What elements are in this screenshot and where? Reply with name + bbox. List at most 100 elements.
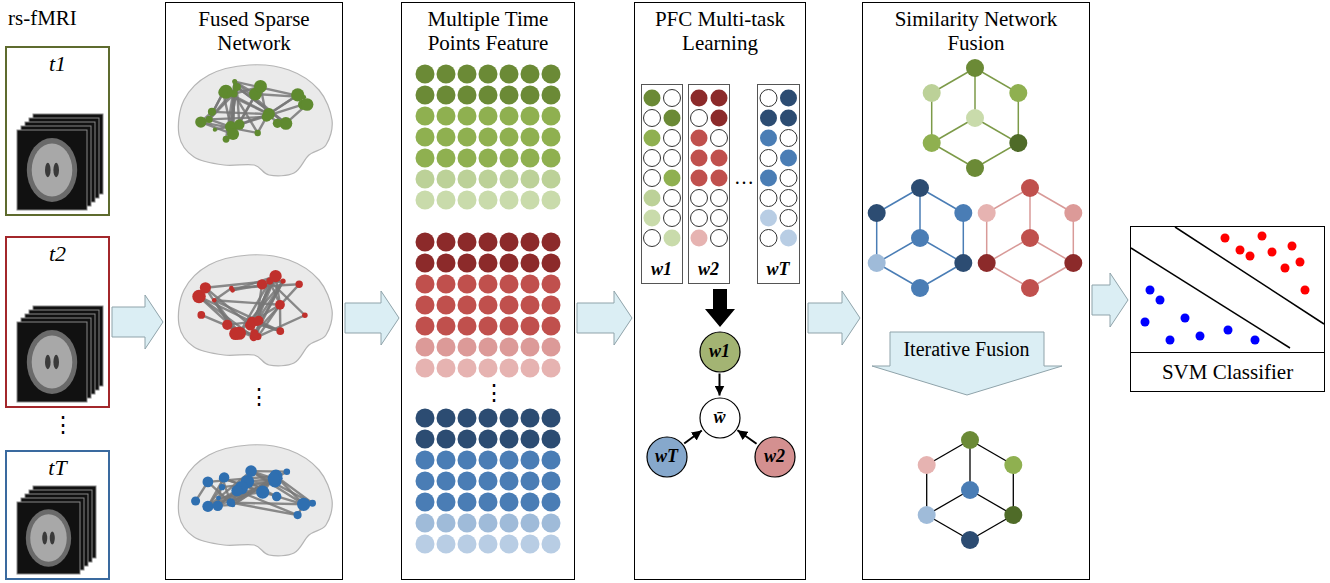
brain-outline — [178, 65, 332, 176]
feature-dot — [437, 254, 456, 273]
feature-dot — [458, 359, 477, 378]
class-sample — [1166, 336, 1175, 345]
brain-region — [197, 311, 205, 319]
network-node — [868, 204, 886, 222]
brain-outline — [178, 445, 332, 556]
weight-entry — [760, 130, 777, 147]
weight-entry — [760, 230, 777, 247]
feature-dot — [542, 170, 561, 189]
feature-dot — [500, 535, 519, 554]
mri-ventricle — [45, 355, 51, 369]
label-holder: ⋮ — [248, 384, 270, 409]
network-node — [1064, 204, 1082, 222]
decision-boundary — [1175, 227, 1324, 324]
feature-dot — [479, 338, 498, 357]
feature-dot — [479, 493, 498, 512]
flow-arrow — [577, 291, 632, 345]
weight-entry — [644, 210, 661, 227]
weight-column: wT — [757, 84, 800, 284]
brain-region — [191, 497, 200, 506]
feature-dot — [500, 233, 519, 252]
weight-node: wT — [646, 436, 688, 478]
node-label: wT — [655, 446, 678, 467]
feature-dot — [479, 430, 498, 449]
brain-edge — [218, 481, 275, 506]
feature-dot — [458, 233, 477, 252]
brain-region — [202, 501, 213, 512]
time-point-box: t1 — [5, 46, 110, 216]
feature-dot — [458, 128, 477, 147]
network-node — [868, 254, 886, 272]
brain-region — [254, 130, 260, 136]
feature-dot — [437, 191, 456, 210]
weight-entry — [760, 170, 777, 187]
weight-entry — [664, 110, 681, 127]
class-sample — [1181, 314, 1190, 323]
node-label: Fused Sparse Network — [170, 7, 338, 55]
feature-dot — [479, 233, 498, 252]
network-node — [911, 179, 929, 197]
weight-entry — [711, 90, 728, 107]
weight-arrow — [684, 431, 702, 444]
node-label: w2 — [764, 446, 785, 467]
feature-dot — [416, 65, 435, 84]
feature-dot — [479, 275, 498, 294]
decision-boundary — [1131, 248, 1290, 348]
feature-dot — [521, 359, 540, 378]
brain-region — [294, 511, 302, 519]
node-label: w2 — [698, 259, 719, 280]
brain-region — [295, 281, 302, 288]
feature-dot — [437, 149, 456, 168]
feature-dot — [437, 86, 456, 105]
feature-dot — [521, 191, 540, 210]
feature-dot — [521, 514, 540, 533]
feature-dot — [458, 275, 477, 294]
feature-dot — [437, 472, 456, 491]
feature-dot — [542, 149, 561, 168]
weight-entry — [664, 210, 681, 227]
feature-dot — [542, 409, 561, 428]
brain-region — [257, 279, 267, 289]
input-heading: rs-fMRI — [8, 6, 77, 30]
feature-dot — [437, 359, 456, 378]
weight-entry — [780, 130, 797, 147]
mri-stack — [17, 306, 103, 402]
feature-dot — [521, 451, 540, 470]
feature-dot — [479, 451, 498, 470]
brain-region — [273, 119, 282, 128]
feature-dot — [521, 317, 540, 336]
feature-dot — [437, 65, 456, 84]
feature-dot — [416, 514, 435, 533]
brain-region — [284, 468, 291, 475]
brain-region — [219, 472, 229, 482]
class-sample — [1196, 332, 1205, 341]
feature-dot — [479, 128, 498, 147]
network-node — [961, 481, 979, 499]
network-node — [1004, 456, 1022, 474]
brain-region — [208, 108, 216, 116]
brain-region — [254, 80, 267, 93]
feature-dot — [416, 409, 435, 428]
feature-dot — [542, 514, 561, 533]
feature-dot — [542, 493, 561, 512]
feature-dot — [500, 170, 519, 189]
feature-dot — [458, 107, 477, 126]
brain-edge — [205, 288, 235, 334]
feature-dot — [542, 338, 561, 357]
feature-dot — [458, 451, 477, 470]
brain-region — [272, 492, 281, 501]
weight-column: w2 — [688, 84, 730, 284]
feature-dot — [479, 191, 498, 210]
node-label: SVM Classifier — [1131, 352, 1324, 391]
network-node — [1004, 506, 1022, 524]
weight-entry — [780, 190, 797, 207]
node-label: t1 — [7, 51, 108, 76]
node-label: PFC Multi-task Learning — [639, 7, 801, 55]
mri-brain — [30, 514, 67, 562]
brain-region — [206, 116, 213, 123]
feature-dot — [500, 514, 519, 533]
brain-region — [227, 498, 236, 507]
node-label: Multiple Time Points Feature — [406, 7, 570, 55]
weight-entry — [691, 230, 708, 247]
feature-dot — [416, 254, 435, 273]
